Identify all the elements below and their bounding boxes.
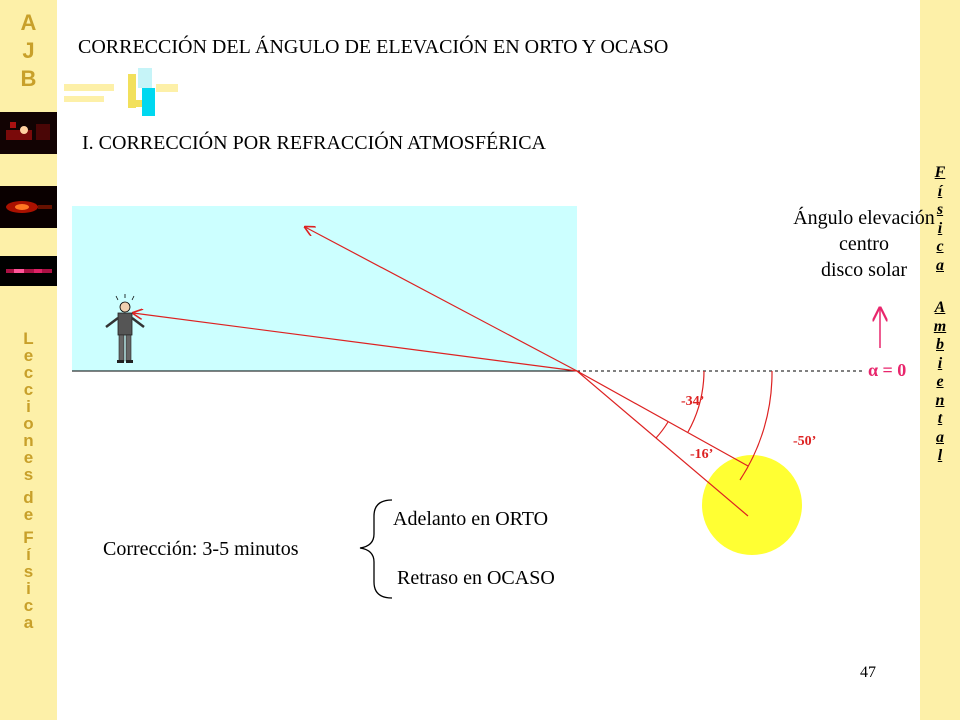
vertical-letter: e [23,505,34,524]
vertical-letter: t [937,410,943,427]
refracted-ray-observer [133,313,578,372]
section-subtitle: I. CORRECCIÓN POR REFRACCIÓN ATMOSFÉRICA [82,132,546,154]
refracted-ray-upper [305,227,578,372]
elevation-label: Ángulo elevación centro disco solar [774,205,954,283]
vertical-letter: e [23,346,34,365]
vertical-letter: s [23,465,34,484]
correction-label: Corrección: 3-5 minutos [103,538,299,560]
page-title: CORRECCIÓN DEL ÁNGULO DE ELEVACIÓN EN OR… [78,36,669,58]
vertical-letter: s [936,201,944,218]
vertical-letter: l [937,447,943,464]
alpha-zero-label: α = 0 [868,360,907,380]
vertical-letter: F [23,528,34,547]
vertical-letter: c [936,238,944,255]
vertical-letter: o [23,414,34,433]
sidebar-vertical-title: L e c c i o n e s d e F í s i c a [0,330,57,631]
orto-label: Adelanto en ORTO [393,508,549,530]
logo-letter-a: A [20,10,37,35]
ray-sun-center [576,370,749,517]
vertical-letter: b [936,336,944,353]
vertical-letter: n [23,431,34,450]
sidebar-thumbnail-laser [0,186,57,228]
elevation-label-line: centro [839,233,889,255]
angle-label-34: -34’ [681,394,705,409]
vertical-letter: i [937,354,943,372]
vertical-letter: m [933,317,947,335]
vertical-letter: F [934,164,946,181]
vertical-letter: e [23,448,34,467]
correction-brace [359,499,393,599]
page-number: 47 [860,664,876,681]
title-decoration [64,68,178,116]
vertical-letter: d [23,488,34,507]
vertical-letter: c [23,596,34,615]
laser-photo-image [0,186,57,228]
vertical-letter: c [23,363,34,382]
vertical-letter: a [23,613,34,632]
ray-sun-top [576,370,749,467]
vertical-letter: n [935,391,945,409]
angle-arc-16 [655,421,669,439]
elevation-label-line: disco solar [820,259,908,281]
vertical-letter: a [936,256,944,274]
sun-disc [702,455,802,555]
vertical-letter: e [936,373,944,390]
vertical-letter: i [26,579,31,598]
vertical-letter: a [936,428,944,446]
observer-person-icon [105,294,145,363]
vertical-letter: c [23,380,34,399]
right-sidebar [920,0,960,720]
vertical-letter: í [26,545,31,564]
vertical-letter: i [26,397,31,416]
right-sidebar-vertical-title[interactable]: F í s i c a A m b i e n t a l [920,164,960,466]
vertical-letter: i [937,219,943,237]
sidebar-thumbnail-lab [0,112,57,154]
logo-letter-b: B [20,66,37,91]
vertical-letter: s [23,562,34,581]
angle-label-50: -50’ [793,434,817,449]
elevation-label-line: Ángulo elevación [793,207,935,229]
angle-arc-34 [687,370,705,433]
ocaso-label: Retraso en OCASO [397,567,555,589]
lab-photo-image [0,112,57,154]
vertical-letter: L [23,329,34,348]
vertical-letter: í [937,182,943,200]
vertical-letter: A [934,299,946,316]
sidebar-thumbnail-spectrum [0,256,57,286]
angle-label-16: -16’ [690,447,714,462]
spectrum-photo-image [0,256,57,286]
angle-arc-50 [739,370,773,481]
atmosphere-area [72,206,577,371]
logo-letter-j: J [22,38,35,63]
